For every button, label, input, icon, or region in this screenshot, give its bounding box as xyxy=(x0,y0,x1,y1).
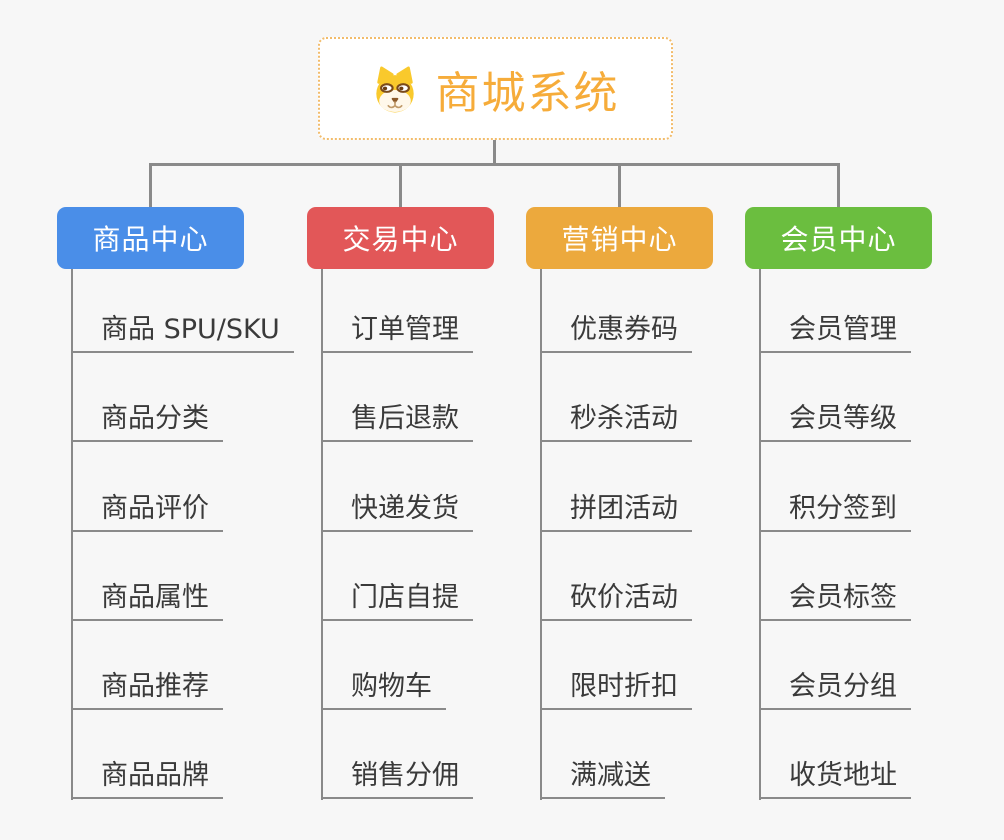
leaf-node[interactable]: 商品 SPU/SKU xyxy=(71,311,294,353)
connector-drop-marketing xyxy=(618,164,621,207)
root-node-title: 商城系统 xyxy=(435,67,620,119)
leaf-node[interactable]: 会员管理 xyxy=(759,311,911,353)
leaf-node[interactable]: 商品属性 xyxy=(71,579,223,621)
root-node[interactable]: 商城系统 xyxy=(318,37,673,140)
leaf-node[interactable]: 优惠券码 xyxy=(540,311,692,353)
connector-trunk-trade xyxy=(321,269,323,800)
branch-node-product-center[interactable]: 商品中心 xyxy=(57,207,244,269)
leaf-node[interactable]: 商品评价 xyxy=(71,490,223,532)
leaf-node[interactable]: 销售分佣 xyxy=(321,757,473,799)
connector-trunk-members xyxy=(759,269,761,800)
leaf-node[interactable]: 会员等级 xyxy=(759,400,911,442)
leaf-node[interactable]: 快递发货 xyxy=(321,490,473,532)
connector-trunk-products xyxy=(71,269,73,800)
connector-trunk-marketing xyxy=(540,269,542,800)
leaf-node[interactable]: 限时折扣 xyxy=(540,668,692,710)
leaf-node[interactable]: 门店自提 xyxy=(321,579,473,621)
leaf-node[interactable]: 会员分组 xyxy=(759,668,911,710)
leaf-node[interactable]: 砍价活动 xyxy=(540,579,692,621)
connector-root-drop xyxy=(493,140,496,165)
connector-horizontal-bar xyxy=(149,163,840,166)
leaf-node[interactable]: 商品分类 xyxy=(71,400,223,442)
leaf-node[interactable]: 收货地址 xyxy=(759,757,911,799)
leaf-node[interactable]: 售后退款 xyxy=(321,400,473,442)
leaf-node[interactable]: 拼团活动 xyxy=(540,490,692,532)
leaf-node[interactable]: 订单管理 xyxy=(321,311,473,353)
branch-node-member-center[interactable]: 会员中心 xyxy=(745,207,932,269)
connector-drop-members xyxy=(837,164,840,207)
shiba-dog-icon xyxy=(375,65,414,112)
leaf-node[interactable]: 商品推荐 xyxy=(71,668,223,710)
leaf-node[interactable]: 会员标签 xyxy=(759,579,911,621)
connector-drop-trade xyxy=(399,164,402,207)
connector-drop-products xyxy=(149,164,152,207)
leaf-node[interactable]: 积分签到 xyxy=(759,490,911,532)
leaf-node[interactable]: 商品品牌 xyxy=(71,757,223,799)
leaf-node[interactable]: 满减送 xyxy=(540,757,665,799)
leaf-node[interactable]: 购物车 xyxy=(321,668,446,710)
branch-node-marketing-center[interactable]: 营销中心 xyxy=(526,207,713,269)
leaf-node[interactable]: 秒杀活动 xyxy=(540,400,692,442)
branch-node-trade-center[interactable]: 交易中心 xyxy=(307,207,494,269)
